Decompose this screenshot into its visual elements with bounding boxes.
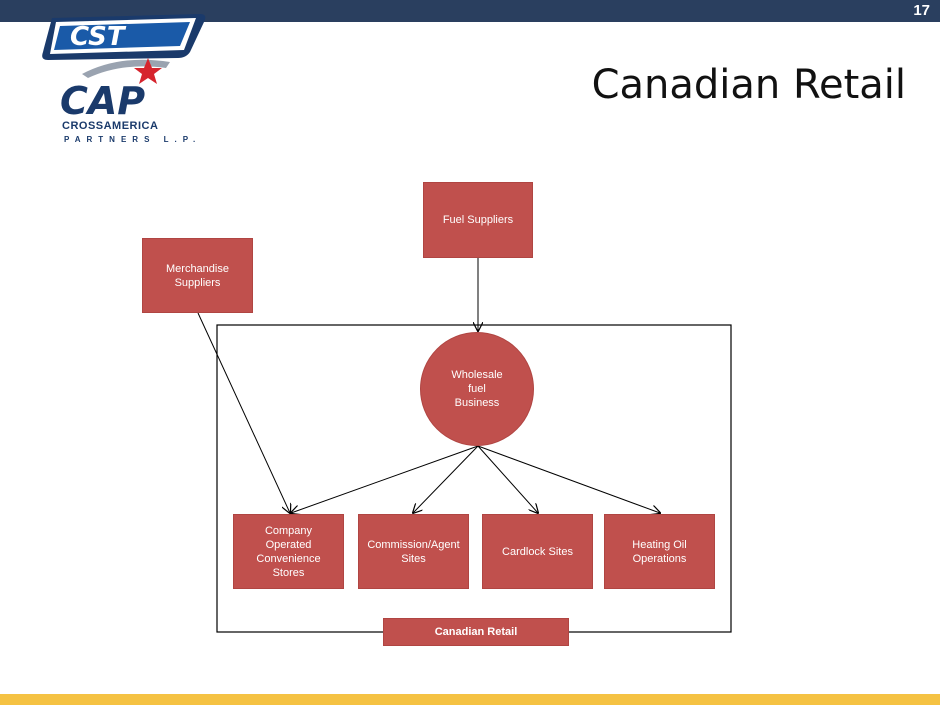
cst-logo-text: CST — [70, 22, 127, 52]
cst-logo-icon: CST — [42, 14, 206, 60]
header-bar: 17 — [0, 0, 940, 22]
commission-agent-sites-node: Commission/Agent Sites — [358, 514, 469, 589]
canadian-retail-label: Canadian Retail — [383, 618, 569, 646]
page-number: 17 — [913, 2, 930, 19]
arrow-merchandise-to-company — [197, 312, 290, 513]
company-operated-stores-node: Company Operated Convenience Stores — [233, 514, 344, 589]
cardlock-sites-node: Cardlock Sites — [482, 514, 593, 589]
slide-title: Canadian Retail — [591, 62, 906, 108]
merchandise-suppliers-node: Merchandise Suppliers — [142, 238, 253, 313]
crossamerica-wordmark: CROSSAMERICA — [62, 120, 159, 132]
wholesale-fuel-business-node: Wholesale fuel Business — [420, 332, 534, 446]
company-logos: CST CAP — [42, 14, 206, 123]
footer-bar — [0, 694, 940, 705]
arrow-wholesale-to-heating — [477, 445, 660, 513]
partners-lp-wordmark: PARTNERS L.P. — [64, 135, 202, 144]
cap-logo-icon: CAP — [60, 58, 170, 123]
arrow-wholesale-to-cardlock — [477, 445, 538, 513]
heating-oil-operations-node: Heating Oil Operations — [604, 514, 715, 589]
arrow-wholesale-to-company — [291, 445, 479, 513]
cap-logo-text: CAP — [60, 79, 145, 123]
arrow-wholesale-to-commission — [413, 445, 479, 513]
fuel-suppliers-node: Fuel Suppliers — [423, 182, 533, 258]
